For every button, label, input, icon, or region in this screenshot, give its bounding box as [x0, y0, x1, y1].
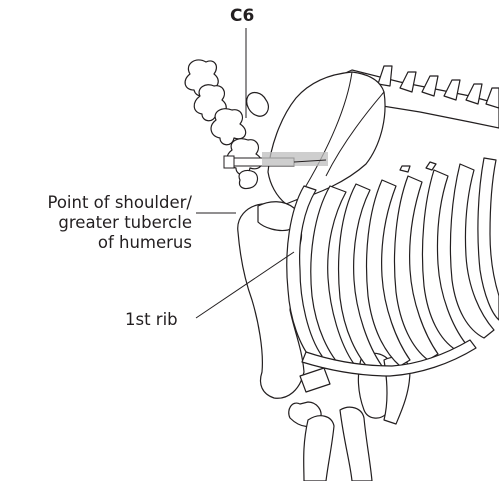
- humerus: [238, 202, 321, 427]
- scapula: [268, 72, 385, 204]
- point-of-shoulder-label: Point of shoulder/ greater tubercle of h…: [47, 193, 192, 253]
- point-of-shoulder-label-line-1: Point of shoulder/: [47, 193, 192, 213]
- point-of-shoulder-label-line-3: of humerus: [47, 233, 192, 253]
- first-rib-label: 1st rib: [125, 310, 178, 330]
- c6-label: C6: [230, 6, 254, 26]
- point-of-shoulder-label-line-2: greater tubercle: [47, 213, 192, 233]
- cervical-vertebrae: [185, 60, 268, 189]
- rib-cage: [287, 158, 499, 392]
